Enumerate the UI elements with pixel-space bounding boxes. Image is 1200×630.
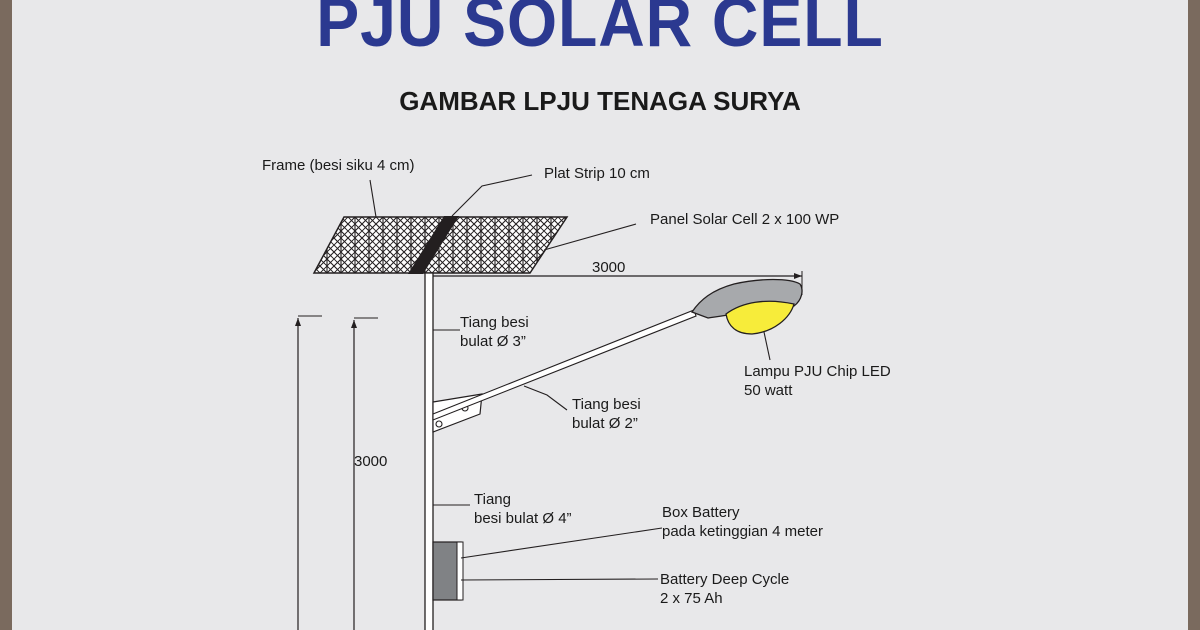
label-tiang-2-line1: Tiang besi: [572, 396, 641, 413]
label-tiang-3-line1: Tiang besi: [460, 314, 529, 331]
battery-box: [432, 541, 462, 601]
label-tiang-4-line1: Tiang: [474, 491, 511, 508]
arm-pole: [432, 309, 697, 421]
label-tiang-3-line2: bulat Ø 3”: [460, 333, 526, 350]
label-panel: Panel Solar Cell 2 x 100 WP: [650, 211, 840, 228]
plat-strip: [408, 216, 459, 274]
label-lampu-line2: 50 watt: [744, 382, 793, 399]
label-plat-strip: Plat Strip 10 cm: [544, 165, 650, 182]
page-subtitle: GAMBAR LPJU TENAGA SURYA: [399, 86, 801, 116]
diagram-sheet: PJU SOLAR CELL GAMBAR LPJU TENAGA SURYA: [12, 0, 1188, 630]
label-frame: Frame (besi siku 4 cm): [262, 157, 415, 174]
lamp-lens: [725, 300, 795, 335]
street-light-diagram: [295, 174, 803, 630]
label-tiang-4-line2: besi bulat Ø 4”: [474, 510, 572, 527]
label-lampu-line1: Lampu PJU Chip LED: [744, 363, 891, 380]
label-dim-arm: 3000: [592, 259, 626, 276]
label-battery-line2: 2 x 75 Ah: [660, 590, 723, 607]
main-pole: [424, 272, 434, 630]
page-title: PJU SOLAR CELL: [316, 0, 884, 61]
label-dim-height: 3000: [354, 453, 388, 470]
label-box-line2: pada ketinggian 4 meter: [662, 523, 823, 540]
label-tiang-2-line2: bulat Ø 2”: [572, 415, 638, 432]
label-battery-line1: Battery Deep Cycle: [660, 571, 790, 588]
label-box-line1: Box Battery: [662, 504, 740, 521]
